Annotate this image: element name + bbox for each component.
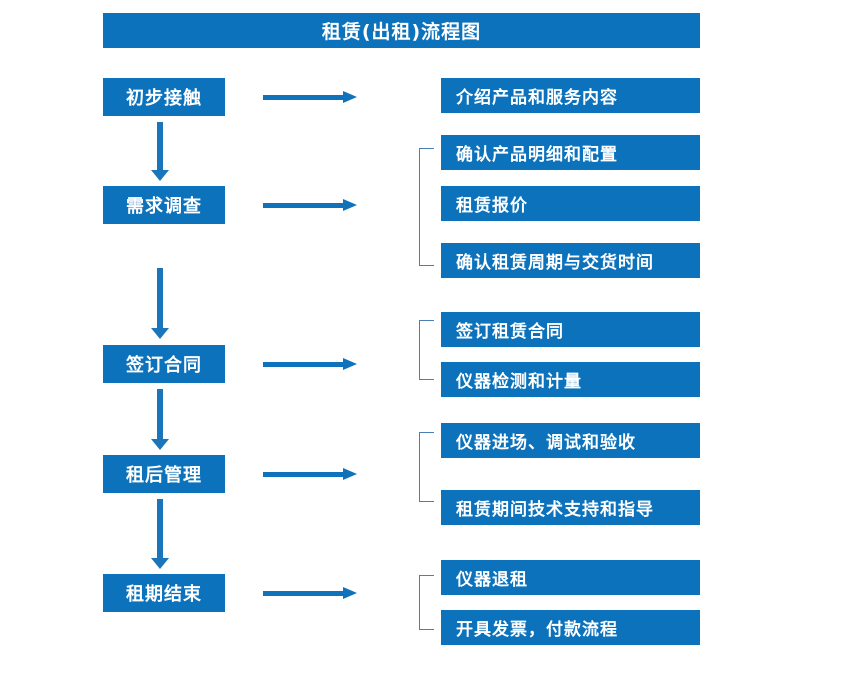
detail-box-qiandingzulinhetong[interactable]: 签订租赁合同 — [441, 312, 700, 347]
horizontal-arrow-5 — [263, 587, 357, 599]
vertical-arrow-4 — [151, 499, 169, 570]
detail-box-zulinbaojia[interactable]: 租赁报价 — [441, 186, 700, 221]
detail-box-jieshaochanpin[interactable]: 介绍产品和服务内容 — [441, 78, 700, 113]
detail-box-kaijufapiao[interactable]: 开具发票，付款流程 — [441, 610, 700, 645]
flowchart-title: 租赁(出租)流程图 — [103, 13, 700, 48]
bracket-connector-group-4 — [419, 432, 434, 502]
stage-box-xuqiudiaocha[interactable]: 需求调查 — [103, 186, 225, 224]
vertical-arrow-2 — [151, 268, 169, 340]
vertical-arrow-1 — [151, 122, 169, 182]
stage-box-chubujiechu[interactable]: 初步接触 — [103, 78, 225, 116]
stage-box-zuhouguanli[interactable]: 租后管理 — [103, 455, 225, 493]
bracket-connector-group-5 — [419, 575, 434, 630]
horizontal-arrow-1 — [263, 91, 357, 103]
stage-box-qiandinghetong[interactable]: 签订合同 — [103, 345, 225, 383]
vertical-arrow-3 — [151, 389, 169, 451]
horizontal-arrow-2 — [263, 199, 357, 211]
horizontal-arrow-4 — [263, 468, 357, 480]
detail-box-querenzulinzhouqi[interactable]: 确认租赁周期与交货时间 — [441, 243, 700, 278]
detail-box-zulinqijianjishu[interactable]: 租赁期间技术支持和指导 — [441, 490, 700, 525]
detail-box-yiqituizu[interactable]: 仪器退租 — [441, 560, 700, 595]
horizontal-arrow-3 — [263, 358, 357, 370]
detail-box-yiqijinchang[interactable]: 仪器进场、调试和验收 — [441, 423, 700, 458]
detail-box-yiqijiancehejiliang[interactable]: 仪器检测和计量 — [441, 362, 700, 397]
bracket-connector-group-3 — [419, 320, 434, 380]
stage-box-zuqijieshu[interactable]: 租期结束 — [103, 574, 225, 612]
detail-box-querenchanpin[interactable]: 确认产品明细和配置 — [441, 135, 700, 170]
bracket-connector-group-2 — [419, 148, 434, 266]
